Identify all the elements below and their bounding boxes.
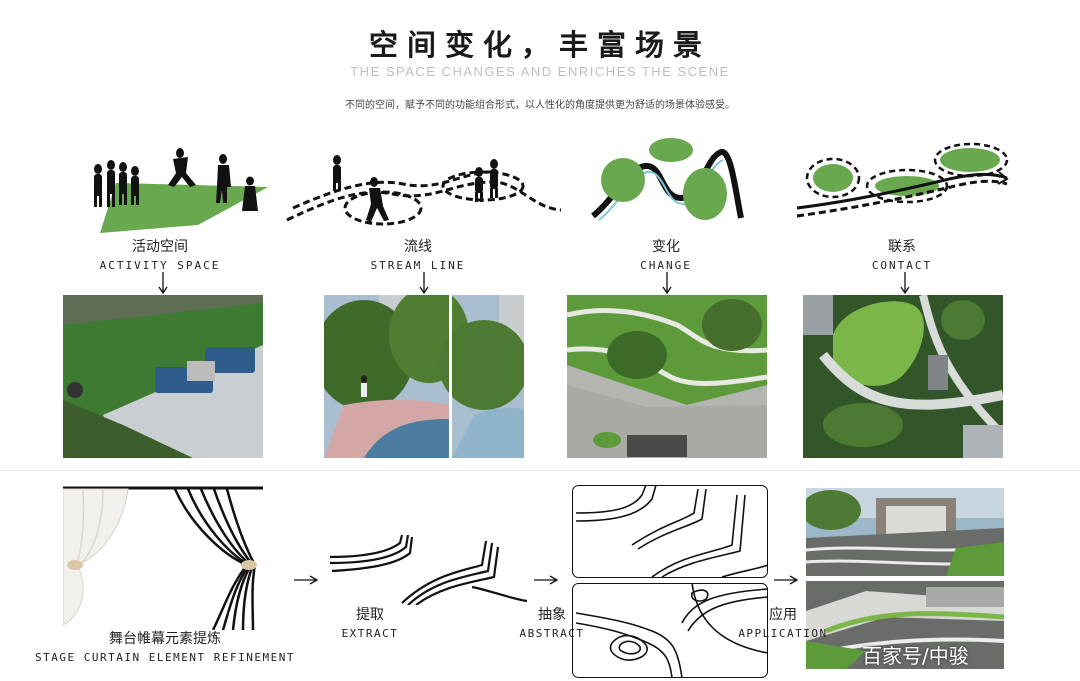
activity-space-photo — [63, 295, 263, 458]
extract-label-en: EXTRACT — [341, 627, 399, 640]
category-stream-zh: 流线 — [404, 239, 432, 255]
abstract-label-zh: 抽象 — [538, 607, 566, 623]
category-change: 变化 CHANGE — [566, 236, 766, 272]
change-photo — [567, 295, 767, 458]
watermark-text: 百家号/中骏 — [862, 644, 969, 668]
right-arrows — [294, 575, 799, 585]
page-description: 不同的空间，赋予不同的功能组合形式，以人性化的角度提供更为舒适的场景体验感受。 — [345, 100, 735, 111]
extract-lines — [329, 535, 528, 605]
curtain-image — [63, 486, 263, 630]
abstract-label: 抽象 ABSTRACT — [512, 604, 592, 640]
category-activity: 活动空间 ACTIVITY SPACE — [60, 236, 260, 272]
application-label-en: APPLICATION — [738, 627, 828, 640]
application-label: 应用 APPLICATION — [738, 604, 828, 640]
source-label-zh: 舞台帷幕元素提炼 — [109, 631, 221, 647]
category-change-en: CHANGE — [640, 259, 692, 272]
application-render-top — [806, 488, 1004, 576]
category-activity-zh: 活动空间 — [132, 239, 188, 255]
source-label-en: STAGE CURTAIN ELEMENT REFINEMENT — [35, 651, 295, 664]
category-activity-en: ACTIVITY SPACE — [99, 259, 221, 272]
source-label: 舞台帷幕元素提炼 STAGE CURTAIN ELEMENT REFINEMEN… — [20, 628, 310, 664]
extract-label: 提取 EXTRACT — [330, 604, 410, 640]
activity-space-icon — [94, 148, 268, 233]
contact-icon — [796, 142, 1009, 218]
page-title: 空间变化，丰富场景 — [368, 28, 711, 62]
contact-photo — [803, 295, 1003, 458]
application-label-zh: 应用 — [769, 607, 797, 623]
extract-label-zh: 提取 — [356, 607, 384, 623]
category-stream-en: STREAM LINE — [370, 259, 466, 272]
abstract-label-en: ABSTRACT — [519, 627, 585, 640]
down-arrows — [158, 272, 910, 295]
abstract-panel-top — [572, 485, 768, 578]
category-contact-en: CONTACT — [871, 259, 933, 272]
application-render-bottom — [806, 581, 1004, 669]
change-icon — [591, 138, 744, 221]
stream-line-icon — [286, 155, 562, 226]
category-contact-zh: 联系 — [888, 239, 916, 255]
category-contact: 联系 CONTACT — [802, 236, 1002, 272]
abstract-panel-bottom — [572, 583, 768, 678]
category-stream: 流线 STREAM LINE — [318, 236, 518, 272]
section-divider — [0, 470, 1080, 471]
page-subtitle: THE SPACE CHANGES AND ENRICHES THE SCENE — [350, 64, 730, 79]
category-change-zh: 变化 — [652, 239, 680, 255]
stream-line-photo — [324, 295, 524, 458]
